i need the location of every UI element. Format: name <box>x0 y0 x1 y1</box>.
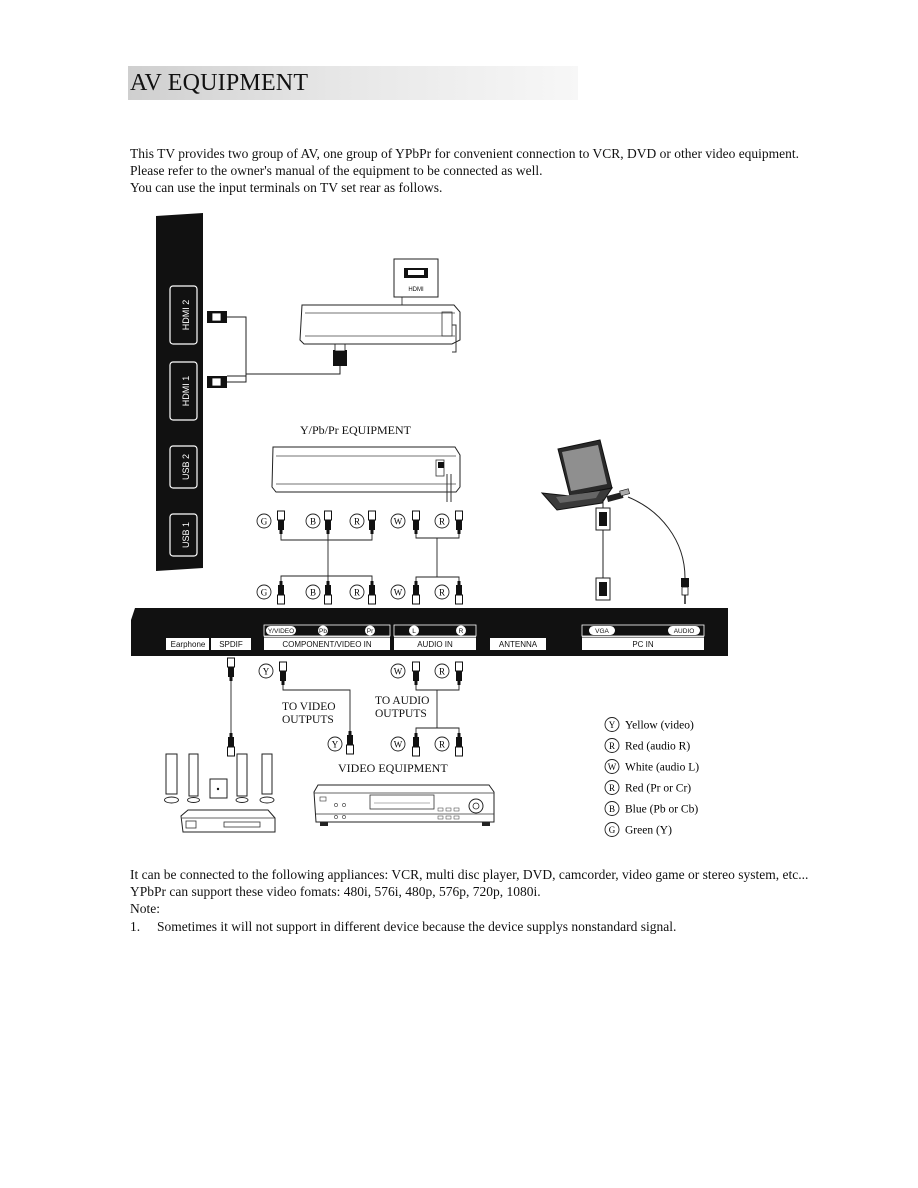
legend-circle <box>604 822 620 837</box>
panel-label-component: COMPONENT/VIDEO IN <box>282 640 372 649</box>
legend-circle <box>604 801 620 816</box>
port-label-hdmi1: HDMI 1 <box>181 376 191 407</box>
plug-letter-r-out-upper: R <box>439 667 445 677</box>
legend-text: Red (audio R) <box>625 741 690 753</box>
plug-letter-r-audio-lower: R <box>439 588 445 598</box>
to-audio-outputs-line2: OUTPUTS <box>375 708 427 720</box>
legend-letter: R <box>609 741 615 751</box>
note-text: Sometimes it will not support in differe… <box>157 919 677 934</box>
home-theater-system <box>164 753 276 833</box>
tv-side-panel: HDMI 2 HDMI 1 USB 2 USB 1 <box>156 213 203 571</box>
footer-line-3: Note: <box>130 901 160 916</box>
plug-letter-w-upper: W <box>394 517 403 527</box>
plug-letter-y-upper: Y <box>263 667 270 677</box>
legend-text: Green (Y) <box>625 825 672 837</box>
plug-letter-r-audio-upper: R <box>439 517 445 527</box>
video-equipment <box>313 784 495 826</box>
port-label-usb1: USB 1 <box>181 522 191 548</box>
footer-line-1: It can be connected to the following app… <box>130 867 809 882</box>
panel-label-l: L <box>412 628 416 635</box>
audio-cable: W R W R <box>390 661 463 757</box>
hdmi-device-label: HDMI <box>408 287 424 293</box>
panel-label-r: R <box>459 628 464 635</box>
to-video-outputs-line2: OUTPUTS <box>282 714 334 726</box>
spdif-cable <box>227 657 235 757</box>
panel-label-audio: AUDIO <box>674 628 695 635</box>
to-audio-outputs-line1: TO AUDIO <box>375 695 429 707</box>
ypbpr-cable-lower: G B R W R <box>256 580 463 605</box>
legend-circle <box>604 738 620 753</box>
legend-text: Yellow (video) <box>625 720 694 732</box>
legend-letter: Y <box>609 720 616 730</box>
ypbpr-cable-upper: G B R W R <box>256 510 463 582</box>
legend-letter: R <box>609 783 615 793</box>
hdmi-device: HDMI <box>299 258 461 353</box>
ypbpr-equipment-label: Y/Pb/Pr EQUIPMENT <box>300 423 412 437</box>
legend-letter: G <box>609 825 616 835</box>
plug-letter-r-out-lower: R <box>439 740 445 750</box>
port-label-usb2: USB 2 <box>181 454 191 480</box>
video-equipment-label: VIDEO EQUIPMENT <box>338 761 448 775</box>
port-label-hdmi2: HDMI 2 <box>181 300 191 331</box>
plug-letter-w-out-lower: W <box>394 740 403 750</box>
plug-letter-w-lower: W <box>394 588 403 598</box>
legend-circle <box>604 759 620 774</box>
plug-letter-b-lower: B <box>310 588 316 598</box>
plug-letter-y-lower: Y <box>332 740 339 750</box>
panel-label-vga: VGA <box>595 628 609 635</box>
intro-line-3: You can use the input terminals on TV se… <box>130 180 443 195</box>
plug-letter-g-upper: G <box>261 517 268 527</box>
legend-text: Blue (Pb or Cb) <box>625 804 698 816</box>
plug-letter-b-upper: B <box>310 517 316 527</box>
panel-label-pr: Pr <box>367 628 374 635</box>
panel-label-earphone: Earphone <box>171 640 206 649</box>
title-bar <box>128 66 578 100</box>
video-cable: Y Y <box>258 661 354 755</box>
panel-label-pb: Pb <box>319 628 327 635</box>
legend-text: Red (Pr or Cr) <box>625 783 691 795</box>
intro-line-2: Please refer to the owner's manual of th… <box>130 163 543 178</box>
to-video-outputs-line1: TO VIDEO <box>282 701 336 713</box>
plug-letter-r-lower: R <box>354 588 360 598</box>
vga-cable <box>595 507 689 604</box>
legend-circle <box>604 717 620 732</box>
panel-label-antenna: ANTENNA <box>499 640 538 649</box>
color-legend: Y Yellow (video) R Red (audio R) W White (aud… <box>604 717 699 837</box>
note-number: 1. <box>130 919 141 934</box>
panel-label-spdif: SPDIF <box>219 640 243 649</box>
panel-label-audio-in: AUDIO IN <box>417 640 453 649</box>
page-title: AV EQUIPMENT <box>130 70 309 96</box>
panel-label-y-video: Y/VIDEO <box>268 628 294 635</box>
plug-letter-w-out-upper: W <box>394 667 403 677</box>
legend-letter: W <box>608 762 617 772</box>
laptop <box>540 439 686 579</box>
plug-letter-g-lower: G <box>261 588 268 598</box>
panel-label-pc-in: PC IN <box>632 640 654 649</box>
footer-line-2: YPbPr can support these video fomats: 48… <box>130 884 541 899</box>
legend-text: White (audio L) <box>625 762 699 774</box>
legend-letter: B <box>609 804 615 814</box>
ypbpr-equipment <box>271 446 461 502</box>
tv-rear-panel: Earphone SPDIF COMPONENT/VIDEO IN AUDIO … <box>131 608 728 656</box>
intro-line-1: This TV provides two group of AV, one gr… <box>130 146 800 161</box>
legend-circle <box>604 780 620 795</box>
hdmi-cable <box>207 311 347 388</box>
plug-letter-r-upper: R <box>354 517 360 527</box>
